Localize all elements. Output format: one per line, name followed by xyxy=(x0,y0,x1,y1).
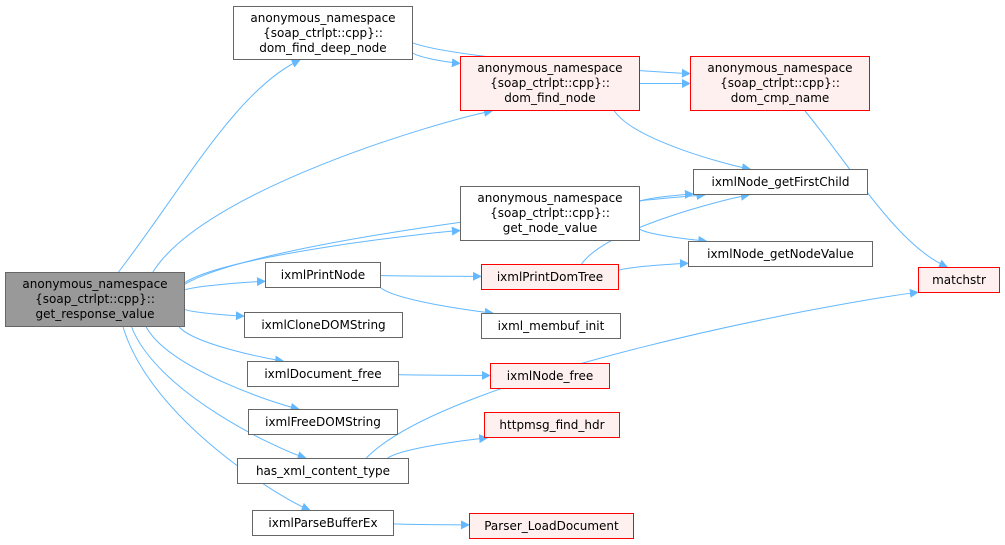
node-ixmlnode-getfirstchild[interactable]: ixmlNode_getFirstChild xyxy=(693,169,868,195)
node-line: ixmlNode_free xyxy=(506,368,594,383)
node-line: dom_cmp_name xyxy=(730,91,830,105)
edge-get_response_value-to-dom_find_deep_node xyxy=(118,59,301,273)
edge-ixmlPrintNode-to-ixml_membuf_init xyxy=(380,287,494,317)
node-get-node-value[interactable]: anonymous_namespace {soap_ctrlpt::cpp}::… xyxy=(460,186,640,241)
node-line: anonymous_namespace xyxy=(22,277,168,291)
edge-ixmlPrintNode-to-ixmlPrintDomTree xyxy=(380,271,482,281)
node-line: ixmlPrintDomTree xyxy=(496,269,604,284)
node-line: ixmlNode_getFirstChild xyxy=(711,174,850,189)
edge-dom_find_deep_node-to-dom_find_node xyxy=(412,52,461,68)
node-ixmlprintdomtree[interactable]: ixmlPrintDomTree xyxy=(481,264,619,290)
edge-dom_cmp_name-to-matchstr xyxy=(804,110,948,268)
node-line: ixmlDocument_free xyxy=(264,366,382,381)
edge-has_xml_content_type-to-httpmsg_find_hdr xyxy=(387,434,489,459)
node-line: ixml_membuf_init xyxy=(497,318,605,333)
node-line: get_node_value xyxy=(502,221,598,235)
node-matchstr[interactable]: matchstr xyxy=(918,267,1000,293)
node-line: dom_find_node xyxy=(504,91,596,105)
node-line: {soap_ctrlpt::cpp}:: xyxy=(490,76,610,90)
node-parser-loaddocument[interactable]: Parser_LoadDocument xyxy=(469,513,634,539)
node-line: ixmlNode_getNodeValue xyxy=(707,246,854,261)
node-line: ixmlFreeDOMString xyxy=(265,414,381,429)
node-line: dom_find_deep_node xyxy=(259,40,387,55)
node-get-response-value[interactable]: anonymous_namespace {soap_ctrlpt::cpp}::… xyxy=(5,272,185,327)
edge-get_response_value-to-ixmlDocument_free xyxy=(178,326,285,365)
edge-ixmlDocument_free-to-ixmlNode_free xyxy=(398,370,491,380)
node-line: get_response_value xyxy=(35,307,155,321)
node-line: anonymous_namespace xyxy=(477,191,623,205)
node-dom-cmp-name[interactable]: anonymous_namespace {soap_ctrlpt::cpp}::… xyxy=(690,56,870,111)
edge-get_response_value-to-get_node_value xyxy=(184,226,461,283)
edge-get_response_value-to-dom_find_node xyxy=(152,108,493,273)
edge-ixmlPrintDomTree-to-ixmlNode_getNodeValue xyxy=(618,259,689,271)
edge-dom_find_node-to-ixmlNode_getFirstChild xyxy=(613,110,751,173)
node-line: anonymous_namespace xyxy=(707,61,853,75)
node-line: has_xml_content_type xyxy=(255,463,391,478)
edge-has_xml_content_type-to-matchstr xyxy=(365,288,919,459)
node-has-xml-content-type[interactable]: has_xml_content_type xyxy=(237,458,409,484)
node-ixmlfreedomstring[interactable]: ixmlFreeDOMString xyxy=(248,409,398,435)
node-ixmldocument-free[interactable]: ixmlDocument_free xyxy=(247,361,399,387)
node-ixmlclonedomstring[interactable]: ixmlCloneDOMString xyxy=(244,312,403,338)
edge-ixmlParseBufferEx-to-Parser_LoadDocument xyxy=(393,520,470,530)
node-line: Parser_LoadDocument xyxy=(484,518,619,533)
edge-ixmlPrintDomTree-to-ixmlNode_getFirstChild xyxy=(581,191,750,265)
node-line: {soap_ctrlpt::cpp}:: xyxy=(263,25,383,40)
node-ixmlprintnode[interactable]: ixmlPrintNode xyxy=(265,262,381,288)
node-line: {soap_ctrlpt::cpp}:: xyxy=(490,206,610,220)
edge-get_response_value-to-ixmlPrintNode xyxy=(184,277,266,291)
node-line: ixmlCloneDOMString xyxy=(261,317,386,332)
node-line: {soap_ctrlpt::cpp}:: xyxy=(720,76,840,90)
node-line: {soap_ctrlpt::cpp}:: xyxy=(35,292,155,306)
node-line: anonymous_namespace xyxy=(477,61,623,75)
node-dom-find-node[interactable]: anonymous_namespace {soap_ctrlpt::cpp}::… xyxy=(460,56,640,111)
node-line: matchstr xyxy=(932,272,986,287)
edge-get_response_value-to-ixmlFreeDOMString xyxy=(145,326,300,412)
node-httpmsg-find-hdr[interactable]: httpmsg_find_hdr xyxy=(484,412,620,438)
node-line: ixmlParseBufferEx xyxy=(268,515,378,530)
edge-get_node_value-to-ixmlNode_getFirstChild xyxy=(639,189,694,202)
node-dom-find-deep-node[interactable]: anonymous_namespace {soap_ctrlpt::cpp}::… xyxy=(233,6,413,60)
node-ixml-membuf-init[interactable]: ixml_membuf_init xyxy=(481,313,621,339)
edge-get_response_value-to-has_xml_content_type xyxy=(131,326,307,460)
node-line: anonymous_namespace xyxy=(250,10,396,25)
node-ixmlnode-free[interactable]: ixmlNode_free xyxy=(490,363,610,389)
node-ixmlparsebufferex[interactable]: ixmlParseBufferEx xyxy=(252,510,394,536)
node-line: httpmsg_find_hdr xyxy=(499,417,605,432)
edge-get_response_value-to-ixmlParseBufferEx xyxy=(122,326,311,512)
node-ixmlnode-getnodevalue[interactable]: ixmlNode_getNodeValue xyxy=(688,241,873,267)
node-line: ixmlPrintNode xyxy=(280,267,366,282)
edge-get_node_value-to-ixmlNode_getNodeValue xyxy=(639,228,708,245)
edge-get_response_value-to-ixmlCloneDOMString xyxy=(184,309,245,321)
